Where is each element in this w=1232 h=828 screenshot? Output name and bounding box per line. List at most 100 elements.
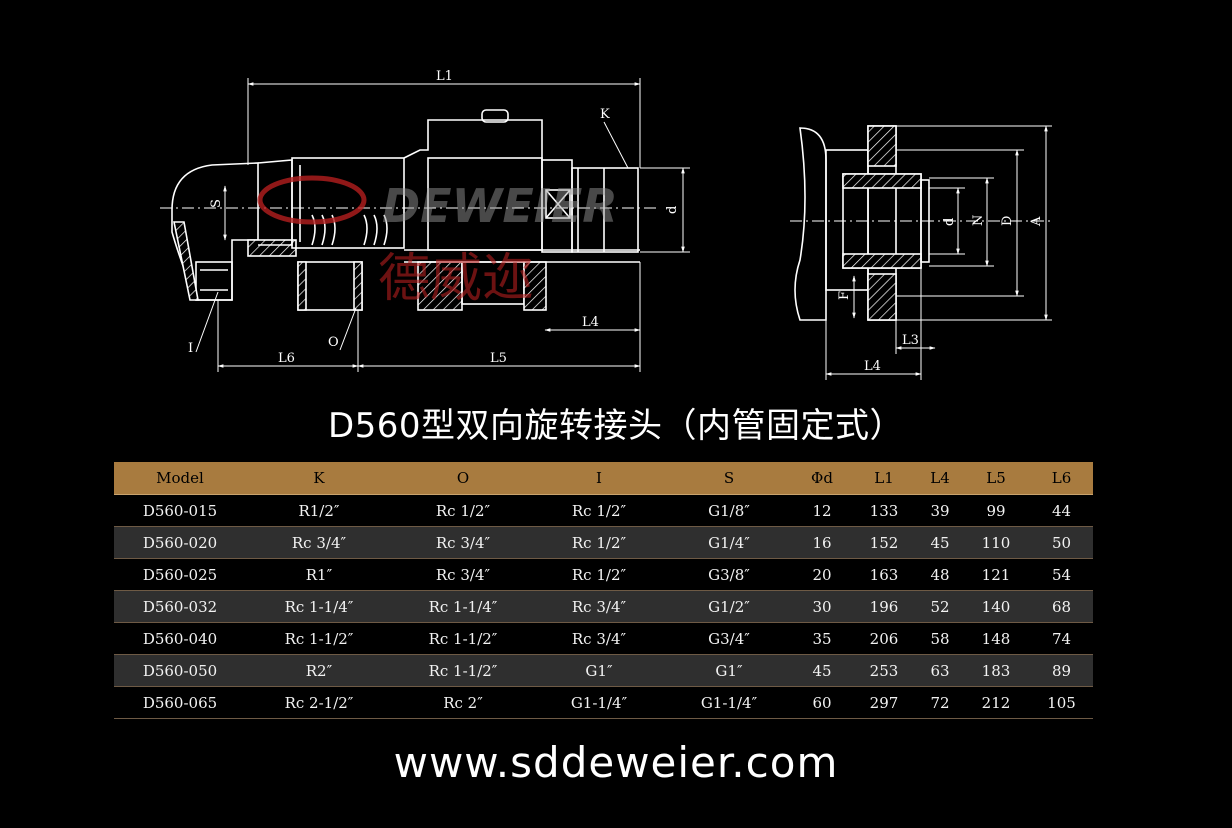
cell-model: D560-050 <box>114 654 246 687</box>
cell-o: Rc 3/4″ <box>392 558 534 591</box>
cell-l1: 152 <box>850 526 918 559</box>
cell-i: Rc 3/4″ <box>534 590 664 623</box>
cell-o: Rc 1-1/2″ <box>392 622 534 655</box>
cell-l6: 105 <box>1030 686 1093 719</box>
cell-model: D560-032 <box>114 590 246 623</box>
front-view <box>160 109 660 311</box>
cell-l6: 50 <box>1030 526 1093 559</box>
cell-s: G1-1/4″ <box>664 686 794 719</box>
cell-l4: 72 <box>918 686 962 719</box>
cell-l5: 110 <box>962 526 1030 559</box>
label-side-l4: L4 <box>864 359 881 374</box>
cell-l5: 148 <box>962 622 1030 655</box>
cell-l1: 253 <box>850 654 918 687</box>
cell-l4: 52 <box>918 590 962 623</box>
cell-s: G1/4″ <box>664 526 794 559</box>
cell-l5: 183 <box>962 654 1030 687</box>
cell-l5: 121 <box>962 558 1030 591</box>
technical-drawing: DEWEIER 德威迩 L1 K S d I O L4 L6 L5 <box>160 69 1052 380</box>
cell-l1: 133 <box>850 494 918 527</box>
label-side-a: A <box>1029 216 1044 227</box>
table-header-row: Model K O I S Φd L1 L4 L5 L6 <box>114 462 1093 495</box>
cell-d: 35 <box>794 622 850 655</box>
cell-d: 16 <box>794 526 850 559</box>
label-s: S <box>209 199 224 208</box>
cell-model: D560-040 <box>114 622 246 655</box>
cell-o: Rc 1-1/2″ <box>392 654 534 687</box>
cell-i: G1-1/4″ <box>534 686 664 719</box>
cell-d: 60 <box>794 686 850 719</box>
cell-l1: 163 <box>850 558 918 591</box>
cell-k: Rc 1-1/2″ <box>246 622 392 655</box>
col-header-model: Model <box>114 462 246 495</box>
cell-k: Rc 3/4″ <box>246 526 392 559</box>
col-header-d: Φd <box>794 462 850 495</box>
cell-l6: 54 <box>1030 558 1093 591</box>
cell-l4: 63 <box>918 654 962 687</box>
col-header-k: K <box>246 462 392 495</box>
cell-l6: 44 <box>1030 494 1093 527</box>
cell-l5: 212 <box>962 686 1030 719</box>
cell-i: Rc 1/2″ <box>534 494 664 527</box>
cell-k: Rc 2-1/2″ <box>246 686 392 719</box>
cell-o: Rc 1/2″ <box>392 494 534 527</box>
cell-d: 20 <box>794 558 850 591</box>
cell-l4: 48 <box>918 558 962 591</box>
cell-l1: 206 <box>850 622 918 655</box>
cell-d: 30 <box>794 590 850 623</box>
cell-l1: 196 <box>850 590 918 623</box>
label-side-d: d <box>942 218 957 226</box>
cell-l4: 58 <box>918 622 962 655</box>
page-title: D560型双向旋转接头（内管固定式） <box>327 406 905 446</box>
cell-i: Rc 3/4″ <box>534 622 664 655</box>
website-url: www.sddeweier.com <box>393 738 839 787</box>
cell-k: R1/2″ <box>246 494 392 527</box>
label-side-n: N <box>971 215 986 226</box>
col-header-l1: L1 <box>850 462 918 495</box>
label-k: K <box>600 107 610 122</box>
cell-o: Rc 3/4″ <box>392 526 534 559</box>
cell-l1: 297 <box>850 686 918 719</box>
cell-s: G1″ <box>664 654 794 687</box>
watermark: DEWEIER 德威迩 <box>257 175 618 309</box>
cell-s: G3/8″ <box>664 558 794 591</box>
cell-d: 12 <box>794 494 850 527</box>
col-header-o: O <box>392 462 534 495</box>
cell-k: R2″ <box>246 654 392 687</box>
cell-s: G3/4″ <box>664 622 794 655</box>
label-side-big-d: D <box>1000 216 1015 226</box>
side-dimension-labels: d N D A F L3 L4 <box>837 215 1044 374</box>
front-dimension-labels: L1 K S d I O L4 L6 L5 <box>188 69 680 366</box>
cell-l5: 99 <box>962 494 1030 527</box>
col-header-l6: L6 <box>1030 462 1093 495</box>
col-header-i: I <box>534 462 664 495</box>
label-l5: L5 <box>490 351 507 366</box>
cell-l6: 74 <box>1030 622 1093 655</box>
cell-l4: 45 <box>918 526 962 559</box>
col-header-l4: L4 <box>918 462 962 495</box>
label-l4: L4 <box>582 315 599 330</box>
cell-model: D560-020 <box>114 526 246 559</box>
brand-watermark: DEWEIER <box>382 179 618 233</box>
cell-d: 45 <box>794 654 850 687</box>
label-l1: L1 <box>436 69 453 84</box>
col-header-s: S <box>664 462 794 495</box>
side-view <box>790 125 1052 321</box>
label-l6: L6 <box>278 351 295 366</box>
cell-model: D560-015 <box>114 494 246 527</box>
cell-k: Rc 1-1/4″ <box>246 590 392 623</box>
label-side-l3: L3 <box>902 333 919 348</box>
cell-l5: 140 <box>962 590 1030 623</box>
cell-o: Rc 2″ <box>392 686 534 719</box>
label-i: I <box>188 341 193 356</box>
front-dimensions <box>195 78 690 372</box>
